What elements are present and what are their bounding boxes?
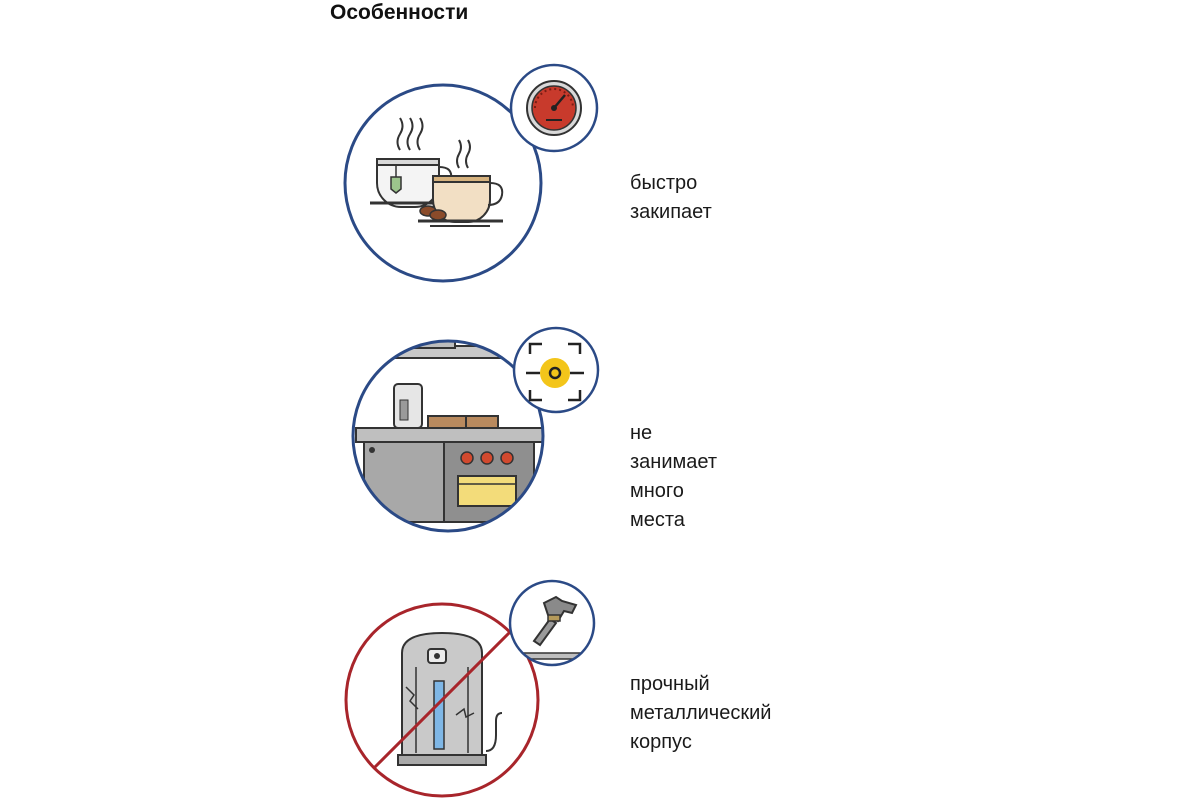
feature-compact: не занимает много места	[330, 318, 717, 538]
thermometer-gauge-icon	[509, 63, 599, 153]
feature-fast-boil-illustration	[343, 63, 599, 283]
feature-durable-body-label-line: прочный	[630, 673, 710, 695]
feature-durable-body-label-line: металлический корпус	[630, 702, 772, 753]
feature-compact-label: не занимает много места	[630, 419, 717, 535]
feature-compact-illustration	[351, 326, 600, 533]
feature-compact-label-line: не занимает	[630, 422, 718, 473]
feature-fast-boil-label-line: быстро закипает	[630, 172, 712, 223]
feature-durable-body: прочный металлический корпус	[330, 575, 771, 800]
feature-compact-label-line: много места	[630, 480, 685, 531]
feature-fast-boil: быстро закипает	[330, 55, 712, 295]
hammer-icon	[508, 579, 596, 667]
page-title: Особенности	[330, 1, 469, 24]
tea-coffee-cups-icon	[343, 83, 543, 283]
focus-target-icon	[512, 326, 600, 414]
thermopot-crossed-icon	[344, 602, 540, 798]
feature-durable-body-illustration	[344, 579, 596, 798]
feature-fast-boil-label: быстро закипает	[630, 169, 712, 227]
feature-durable-body-label: прочный металлический корпус	[630, 670, 771, 757]
